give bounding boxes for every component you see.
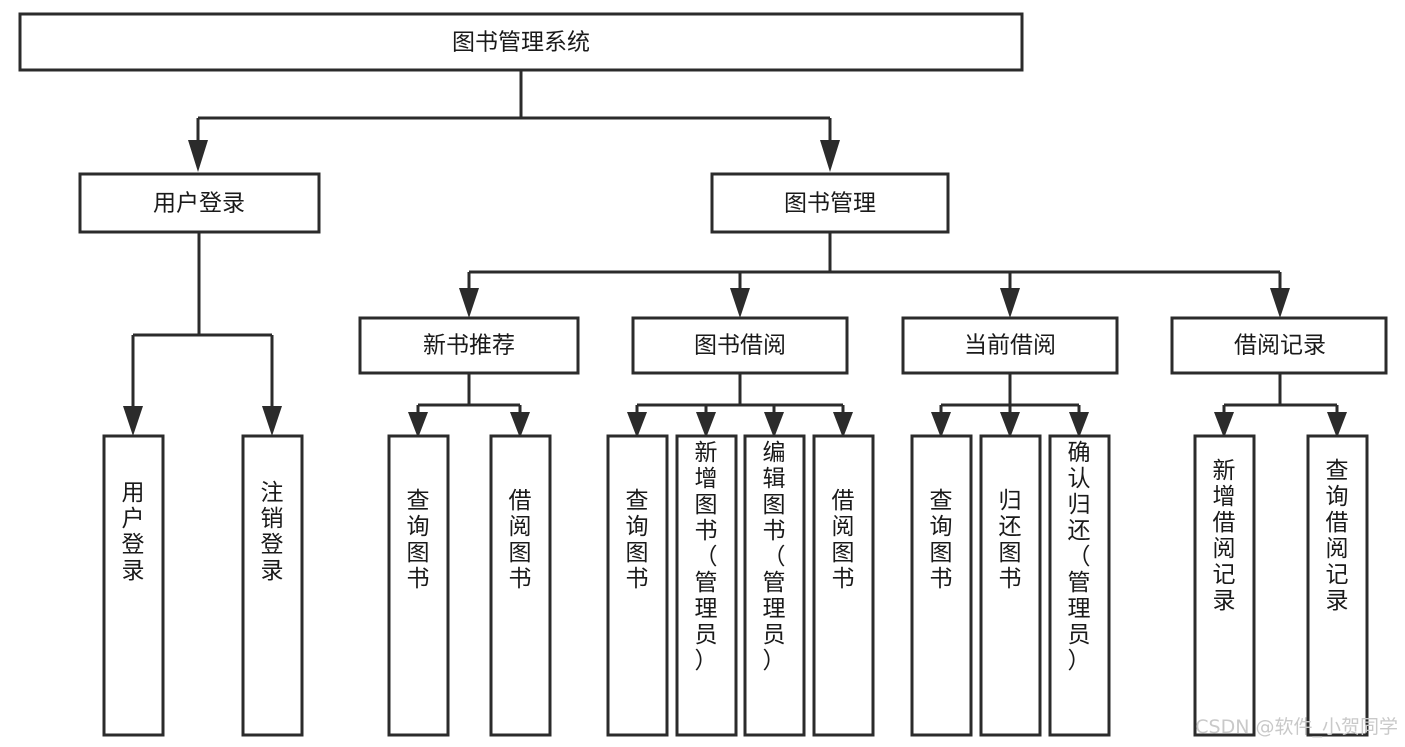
leaf-node-user-login-action[interactable]: 用户登录: [102, 434, 165, 737]
connector-new-book-to-leaves: [408, 373, 530, 438]
arrow-head-icon: [627, 412, 647, 438]
node-box: [631, 316, 849, 375]
node-box: [1170, 316, 1388, 375]
node-box: [901, 316, 1119, 375]
arrow-head-icon: [123, 406, 143, 436]
node-label: 图书管理: [784, 191, 876, 217]
node-box: [812, 434, 875, 737]
arrow-head-icon: [459, 288, 479, 318]
node-box: [675, 434, 738, 737]
arrow-head-icon: [1069, 412, 1089, 438]
node-label: 注销登录: [261, 480, 284, 584]
arrow-head-icon: [1270, 288, 1290, 318]
connector-current-borrow-to-leaves: [931, 373, 1089, 438]
arrow-head-icon: [1214, 412, 1234, 438]
node-label: 查询借阅记录: [1326, 458, 1349, 614]
node-root-system[interactable]: 图书管理系统: [18, 12, 1024, 72]
node-label: 新书推荐: [423, 333, 515, 359]
node-label: 归还图书: [999, 488, 1022, 592]
node-label: 查询图书: [930, 488, 953, 592]
leaf-node-add-borrow-record[interactable]: 新增借阅记录: [1193, 434, 1256, 737]
arrow-head-icon: [1000, 412, 1020, 438]
node-new-book-recommend[interactable]: 新书推荐: [358, 316, 580, 375]
node-box: [1193, 434, 1256, 737]
leaf-node-query-book-recommend[interactable]: 查询图书: [387, 434, 450, 737]
node-box: [910, 434, 973, 737]
arrow-head-icon: [730, 288, 750, 318]
node-book-borrow[interactable]: 图书借阅: [631, 316, 849, 375]
node-box: [102, 434, 165, 737]
arrow-head-icon: [1000, 288, 1020, 318]
node-box: [387, 434, 450, 737]
node-box: [1306, 434, 1369, 737]
csdn-watermark: CSDN @软件_小贺同学: [1195, 716, 1398, 738]
node-user-login[interactable]: 用户登录: [78, 172, 321, 234]
leaf-node-return-book[interactable]: 归还图书: [979, 434, 1042, 737]
leaf-node-query-borrow-record[interactable]: 查询借阅记录: [1306, 434, 1369, 737]
leaf-node-confirm-return-admin[interactable]: 确认归还（管理员）: [1048, 434, 1111, 737]
arrow-head-icon: [764, 412, 784, 438]
node-label: 新增借阅记录: [1213, 458, 1236, 614]
node-box: [489, 434, 552, 737]
arrow-head-icon: [510, 412, 530, 438]
arrow-head-icon: [696, 412, 716, 438]
arrow-head-icon: [1327, 412, 1347, 438]
node-box: [78, 172, 321, 234]
connector-user-login-to-leaves: [123, 232, 282, 436]
node-box: [18, 12, 1024, 72]
leaf-node-query-book-borrow[interactable]: 查询图书: [606, 434, 669, 737]
node-label: 当前借阅: [964, 333, 1056, 359]
node-box: [743, 434, 806, 737]
arrow-head-icon: [820, 140, 840, 172]
node-label: 借阅记录: [1234, 333, 1326, 359]
leaf-node-query-book-current[interactable]: 查询图书: [910, 434, 973, 737]
node-label: 编辑图书（管理员）: [763, 440, 786, 674]
node-label: 用户登录: [153, 191, 245, 217]
node-label: 借阅图书: [832, 488, 855, 592]
node-box: [606, 434, 669, 737]
node-label: 借阅图书: [509, 488, 532, 592]
leaf-node-borrow-book-action[interactable]: 借阅图书: [812, 434, 875, 737]
arrow-head-icon: [833, 412, 853, 438]
node-label: 确认归还（管理员）: [1068, 440, 1091, 674]
arrow-head-icon: [931, 412, 951, 438]
node-box: [710, 172, 950, 234]
node-borrow-record[interactable]: 借阅记录: [1170, 316, 1388, 375]
connector-root-to-level1: [188, 70, 840, 172]
node-box: [241, 434, 304, 737]
leaf-node-edit-book-admin[interactable]: 编辑图书（管理员）: [743, 434, 806, 737]
node-book-management[interactable]: 图书管理: [710, 172, 950, 234]
node-current-borrow[interactable]: 当前借阅: [901, 316, 1119, 375]
leaf-node-borrow-book-recommend[interactable]: 借阅图书: [489, 434, 552, 737]
connector-book-borrow-to-leaves: [627, 373, 853, 438]
node-label: 图书借阅: [694, 333, 786, 359]
node-label: 用户登录: [122, 480, 145, 584]
leaf-node-user-logout-action[interactable]: 注销登录: [241, 434, 304, 737]
connector-borrow-record-to-leaves: [1214, 373, 1347, 438]
node-box: [358, 316, 580, 375]
node-label: 查询图书: [626, 488, 649, 592]
node-label: 图书管理系统: [452, 30, 590, 56]
node-box: [979, 434, 1042, 737]
node-box: [1048, 434, 1111, 737]
leaf-node-add-book-admin[interactable]: 新增图书（管理员）: [675, 434, 738, 737]
arrow-head-icon: [262, 406, 282, 436]
node-label: 查询图书: [407, 488, 430, 592]
arrow-head-icon: [188, 140, 208, 172]
arrow-head-icon: [408, 412, 428, 438]
connector-book-mgmt-to-level2: [459, 232, 1290, 318]
node-label: 新增图书（管理员）: [695, 440, 718, 674]
